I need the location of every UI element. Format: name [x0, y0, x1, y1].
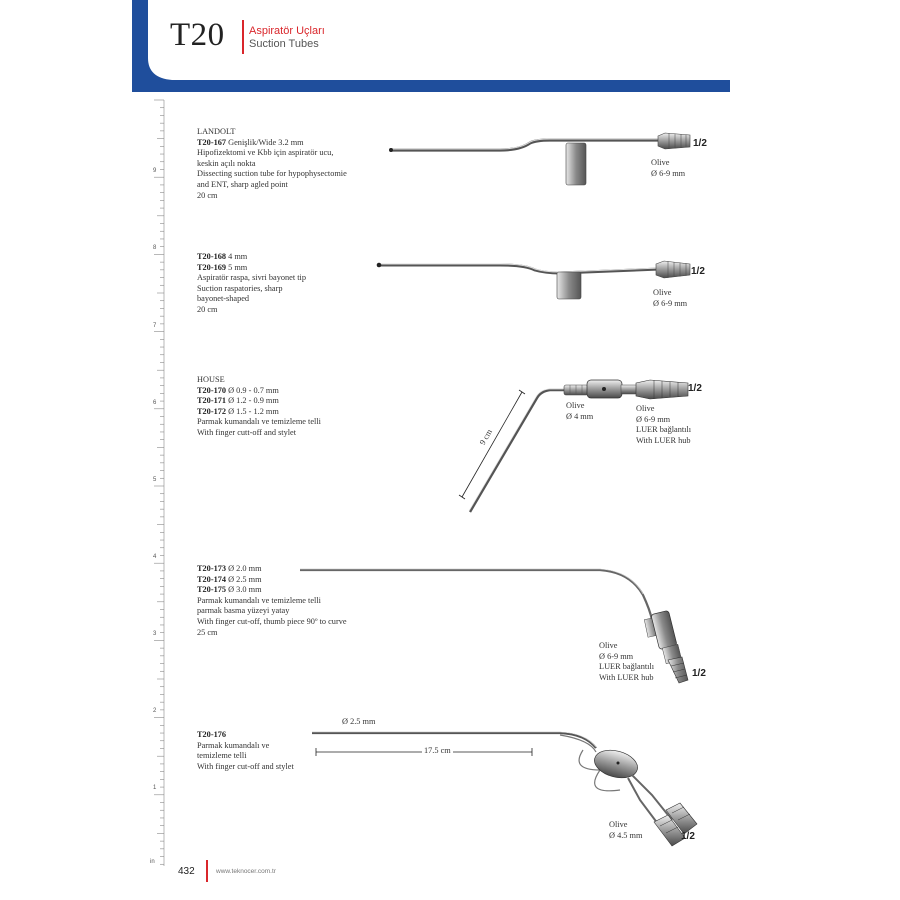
diameter-label: Ø 2.5 mm: [342, 717, 376, 726]
product-code: T20-176: [197, 730, 227, 739]
ruler-label: 8: [153, 245, 157, 251]
product-line: 20 cm: [197, 304, 218, 314]
product-line: T20-171 Ø 1.2 - 0.9 mm: [197, 396, 279, 406]
product-line: T20-167 Genişlik/Wide 3.2 mm: [197, 137, 304, 147]
scale-label: 1/2: [693, 138, 707, 149]
product-text: T20-168 4 mm T20-169 5 mm Aspiratör rasp…: [197, 252, 306, 316]
product-text: T20-176 Parmak kumandalı ve temizleme te…: [197, 730, 294, 772]
product-text: LANDOLT T20-167 Genişlik/Wide 3.2 mm Hip…: [197, 127, 347, 201]
ruler-label: 9: [153, 168, 157, 174]
product-line: T20-170 Ø 0.9 - 0.7 mm: [197, 385, 279, 395]
product-code: T20-173: [197, 564, 227, 573]
ruler-label: 3: [153, 631, 157, 637]
product-line: T20-176: [197, 730, 294, 741]
product-code: T20-170: [197, 385, 227, 395]
footer-divider: [206, 860, 208, 882]
product-line: parmak basma yüzeyi yatay: [197, 606, 290, 616]
product-line: and ENT, sharp agled point: [197, 179, 288, 189]
footer-url: www.teknocer.com.tr: [216, 868, 276, 875]
ruler-label: 1: [153, 785, 157, 791]
product-line: LANDOLT: [197, 127, 236, 136]
ruler-label: in: [150, 859, 155, 865]
product-code: T20-171: [197, 396, 227, 406]
ruler-label: 4: [153, 554, 157, 560]
product-line: T20-172 Ø 1.5 - 1.2 mm: [197, 406, 279, 416]
product-line: T20-168 4 mm: [197, 252, 248, 261]
product-text: T20-173 Ø 2.0 mm T20-174 Ø 2.5 mm T20-17…: [197, 564, 347, 638]
product-code: T20-168: [197, 252, 227, 261]
product-code: T20-174: [197, 574, 227, 584]
product-code: T20-175: [197, 585, 227, 595]
product-line: T20-175 Ø 3.0 mm: [197, 585, 262, 595]
product-line: 25 cm: [197, 627, 218, 637]
product-line: Parmak kumandalı ve temizleme telli: [197, 595, 321, 605]
length-label: 17.5 cm: [422, 746, 453, 757]
dimension-label: 9 cm: [478, 427, 494, 447]
section-subtitle-en: Suction Tubes: [249, 38, 319, 50]
product-line: T20-169 5 mm: [197, 262, 248, 272]
product-code: T20-167: [197, 137, 227, 147]
ruler-label: 6: [153, 400, 157, 406]
ruler: 9 8 7 6 5 4 3 2 1 in: [150, 99, 165, 866]
scale-label: 1/2: [692, 668, 706, 679]
product-line: temizleme telli: [197, 751, 247, 761]
product-line: Parmak kumandalı ve: [197, 740, 270, 750]
product-line: Aspiratör raspa, sivri bayonet tip: [197, 273, 306, 283]
ruler-label: 7: [153, 323, 157, 329]
product-line: Parmak kumandalı ve temizleme telli: [197, 417, 321, 427]
scale-label: 1/2: [681, 831, 695, 842]
header-band: [132, 0, 730, 92]
product-line: T20-173 Ø 2.0 mm: [197, 564, 262, 573]
ruler-label: 2: [153, 708, 157, 714]
product-line: With finger cut-off, thumb piece 90º to …: [197, 616, 347, 626]
product-line: With finger cut-off and stylet: [197, 761, 294, 771]
ruler-label: 5: [153, 477, 157, 483]
product-line: Dissecting suction tube for hypophysecto…: [197, 169, 347, 179]
section-subtitle-tr: Aspiratör Uçları: [249, 25, 325, 37]
product-line: bayonet-shaped: [197, 294, 250, 304]
product-code: T20-169: [197, 262, 227, 272]
product-line: T20-174 Ø 2.5 mm: [197, 574, 262, 584]
scale-label: 1/2: [691, 266, 705, 277]
product-line: keskin açılı nokta: [197, 158, 256, 168]
section-title: T20: [170, 17, 225, 53]
scale-label: 1/2: [688, 383, 702, 394]
product-line: HOUSE: [197, 375, 225, 384]
product-text: HOUSE T20-170 Ø 0.9 - 0.7 mm T20-171 Ø 1…: [197, 375, 321, 439]
product-line: 20 cm: [197, 190, 218, 200]
product-line: Suction raspatories, sharp: [197, 283, 283, 293]
page-number: 432: [178, 866, 195, 877]
header-divider: [242, 20, 244, 54]
product-code: T20-172: [197, 406, 227, 416]
product-line: With finger cutt-off and stylet: [197, 427, 297, 437]
product-line: Hipofizektomi ve Kbb için aspiratör ucu,: [197, 148, 334, 158]
